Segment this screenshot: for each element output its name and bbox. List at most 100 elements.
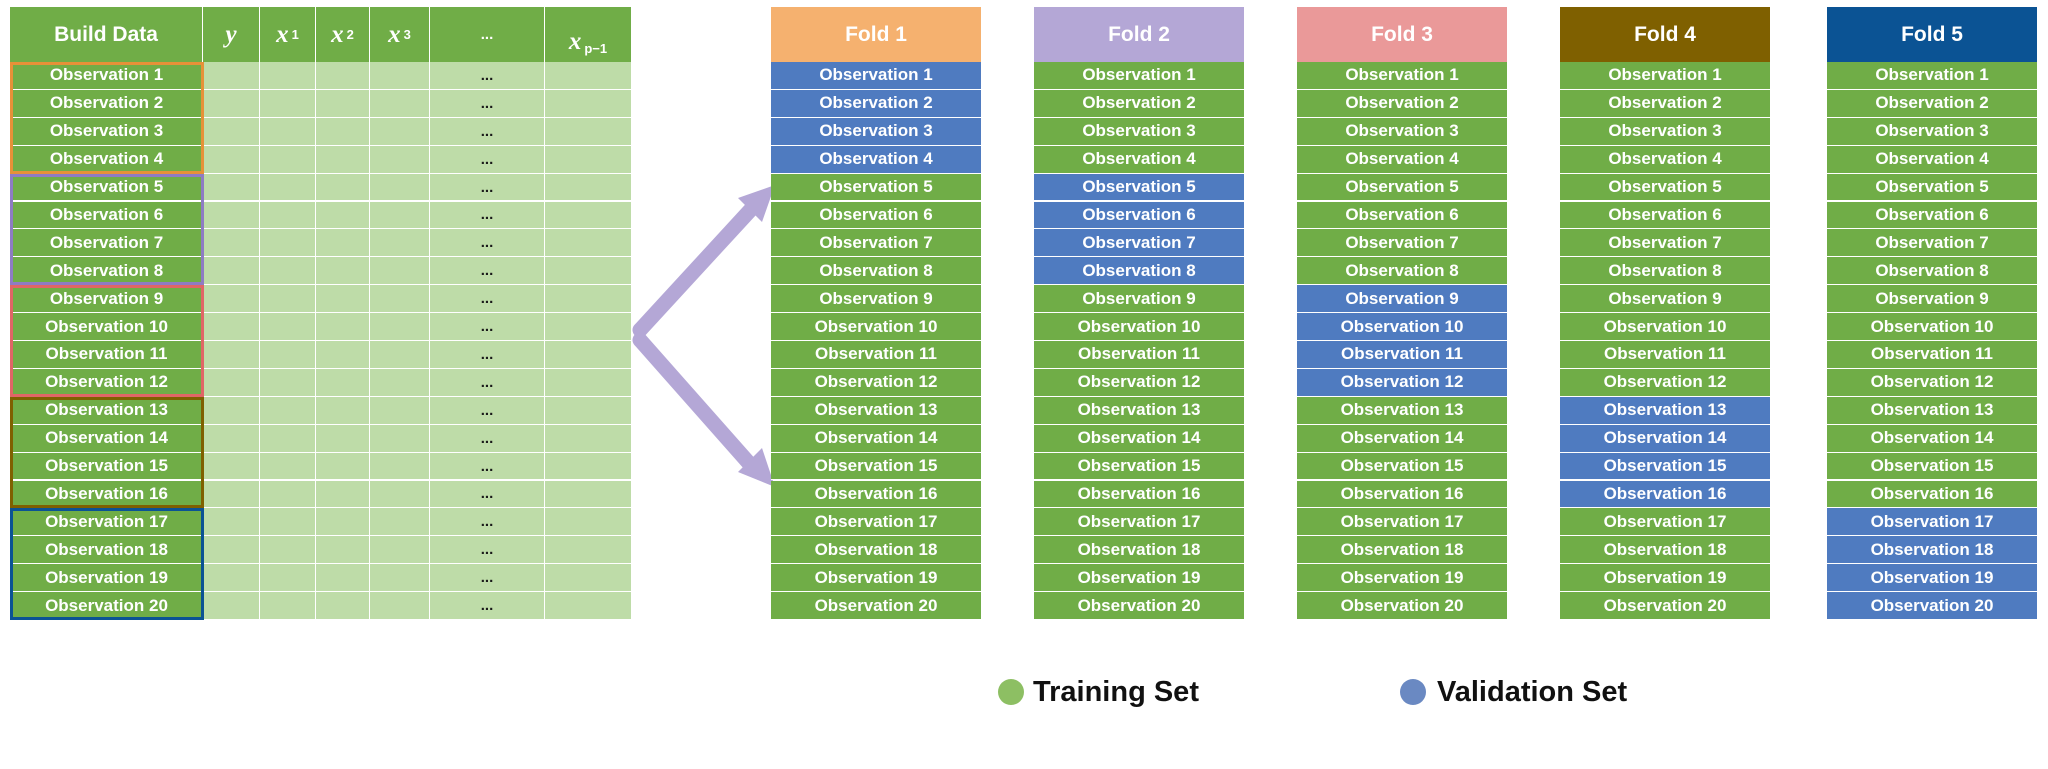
build-data-cell	[316, 452, 370, 481]
build-observation-label: Observation 6	[10, 201, 203, 230]
build-data-cell	[203, 285, 260, 314]
build-data-cell	[316, 536, 370, 565]
build-data-cell: ...	[430, 229, 545, 258]
build-data-cell	[203, 592, 260, 620]
build-data-cell	[260, 89, 316, 118]
build-data-cell: ...	[430, 117, 545, 146]
column-header: ...	[430, 7, 545, 62]
fold-training-row: Observation 16	[1827, 480, 2037, 509]
build-data-cell	[260, 173, 316, 202]
build-data-cell: ...	[430, 201, 545, 230]
build-data-cell	[545, 285, 632, 314]
arrow-down	[632, 332, 763, 478]
build-data-cell	[203, 341, 260, 369]
variable-subscript: 3	[403, 27, 411, 42]
fold-validation-row: Observation 13	[1560, 396, 1770, 425]
build-data-cell	[203, 229, 260, 258]
build-data-cell	[260, 62, 316, 90]
fold-training-row: Observation 8	[1297, 257, 1507, 286]
build-data-cell: ...	[430, 396, 545, 425]
variable-name: x	[568, 28, 582, 55]
fold-validation-row: Observation 11	[1297, 341, 1507, 369]
build-data-cell	[260, 480, 316, 509]
fold-training-row: Observation 1	[1297, 62, 1507, 90]
fold-training-row: Observation 17	[771, 508, 981, 537]
build-data-cell	[545, 229, 632, 258]
fold-training-row: Observation 3	[1560, 117, 1770, 146]
fold-training-row: Observation 16	[771, 480, 981, 509]
variable-subscript: 2	[346, 27, 354, 42]
fold-training-row: Observation 3	[1034, 117, 1244, 146]
build-data-cell	[545, 173, 632, 202]
build-data-cell	[203, 508, 260, 537]
fold-training-row: Observation 7	[1827, 229, 2037, 258]
fold-training-row: Observation 13	[771, 396, 981, 425]
fold-training-row: Observation 14	[1827, 424, 2037, 453]
fold-header: Fold 4	[1560, 7, 1770, 62]
build-data-cell	[370, 117, 430, 146]
fold-training-row: Observation 4	[1034, 145, 1244, 174]
build-data-cell	[260, 201, 316, 230]
build-data-cell	[316, 480, 370, 509]
build-observation-label: Observation 13	[10, 396, 203, 425]
build-data-cell	[545, 480, 632, 509]
fold-training-row: Observation 11	[1034, 341, 1244, 369]
fold-training-row: Observation 20	[771, 592, 981, 620]
fold-training-row: Observation 9	[1827, 285, 2037, 314]
build-data-cell: ...	[430, 341, 545, 369]
build-data-cell	[203, 313, 260, 341]
build-data-cell	[370, 536, 430, 565]
fold-validation-row: Observation 17	[1827, 508, 2037, 537]
fold-training-row: Observation 8	[1560, 257, 1770, 286]
arrow-up-head	[738, 185, 775, 222]
fold-training-row: Observation 18	[1034, 536, 1244, 565]
variable-name: x	[388, 20, 401, 48]
build-data-cell: ...	[430, 313, 545, 341]
build-data-cell	[370, 313, 430, 341]
fold-validation-row: Observation 12	[1297, 368, 1507, 397]
build-data-cell: ...	[430, 145, 545, 174]
fold-validation-row: Observation 6	[1034, 201, 1244, 230]
fold-validation-row: Observation 9	[1297, 285, 1507, 314]
build-data-cell	[370, 592, 430, 620]
validation-set-dot	[1400, 679, 1426, 705]
fold-training-row: Observation 15	[1034, 452, 1244, 481]
fold-validation-row: Observation 15	[1560, 452, 1770, 481]
build-data-cell	[316, 564, 370, 593]
fold-training-row: Observation 18	[1560, 536, 1770, 565]
validation-set-label: Validation Set	[1437, 675, 1628, 708]
build-observation-label: Observation 7	[10, 229, 203, 258]
variable-name: x	[276, 20, 289, 48]
fold-training-row: Observation 10	[771, 313, 981, 341]
variable-name: y	[225, 20, 237, 48]
build-data-cell	[316, 424, 370, 453]
fold-validation-row: Observation 19	[1827, 564, 2037, 593]
build-data-cell: ...	[430, 452, 545, 481]
fold-training-row: Observation 7	[1297, 229, 1507, 258]
build-data-cell	[203, 452, 260, 481]
build-data-cell	[260, 117, 316, 146]
fold-validation-row: Observation 3	[771, 117, 981, 146]
build-data-cell	[370, 368, 430, 397]
fold-training-row: Observation 4	[1297, 145, 1507, 174]
build-data-cell	[370, 452, 430, 481]
fold-training-row: Observation 19	[1560, 564, 1770, 593]
fold-training-row: Observation 15	[1297, 452, 1507, 481]
build-data-cell	[545, 257, 632, 286]
build-data-cell	[545, 452, 632, 481]
fold-training-row: Observation 13	[1827, 396, 2037, 425]
build-data-cell: ...	[430, 285, 545, 314]
build-data-cell	[260, 424, 316, 453]
build-data-cell: ...	[430, 592, 545, 620]
build-data-cell	[260, 564, 316, 593]
build-data-cell	[203, 62, 260, 90]
build-data-cell	[370, 341, 430, 369]
fold-training-row: Observation 6	[1827, 201, 2037, 230]
build-data-cell	[316, 285, 370, 314]
build-data-cell	[203, 480, 260, 509]
fold-validation-row: Observation 14	[1560, 424, 1770, 453]
build-data-cell	[316, 313, 370, 341]
fold-training-row: Observation 9	[771, 285, 981, 314]
